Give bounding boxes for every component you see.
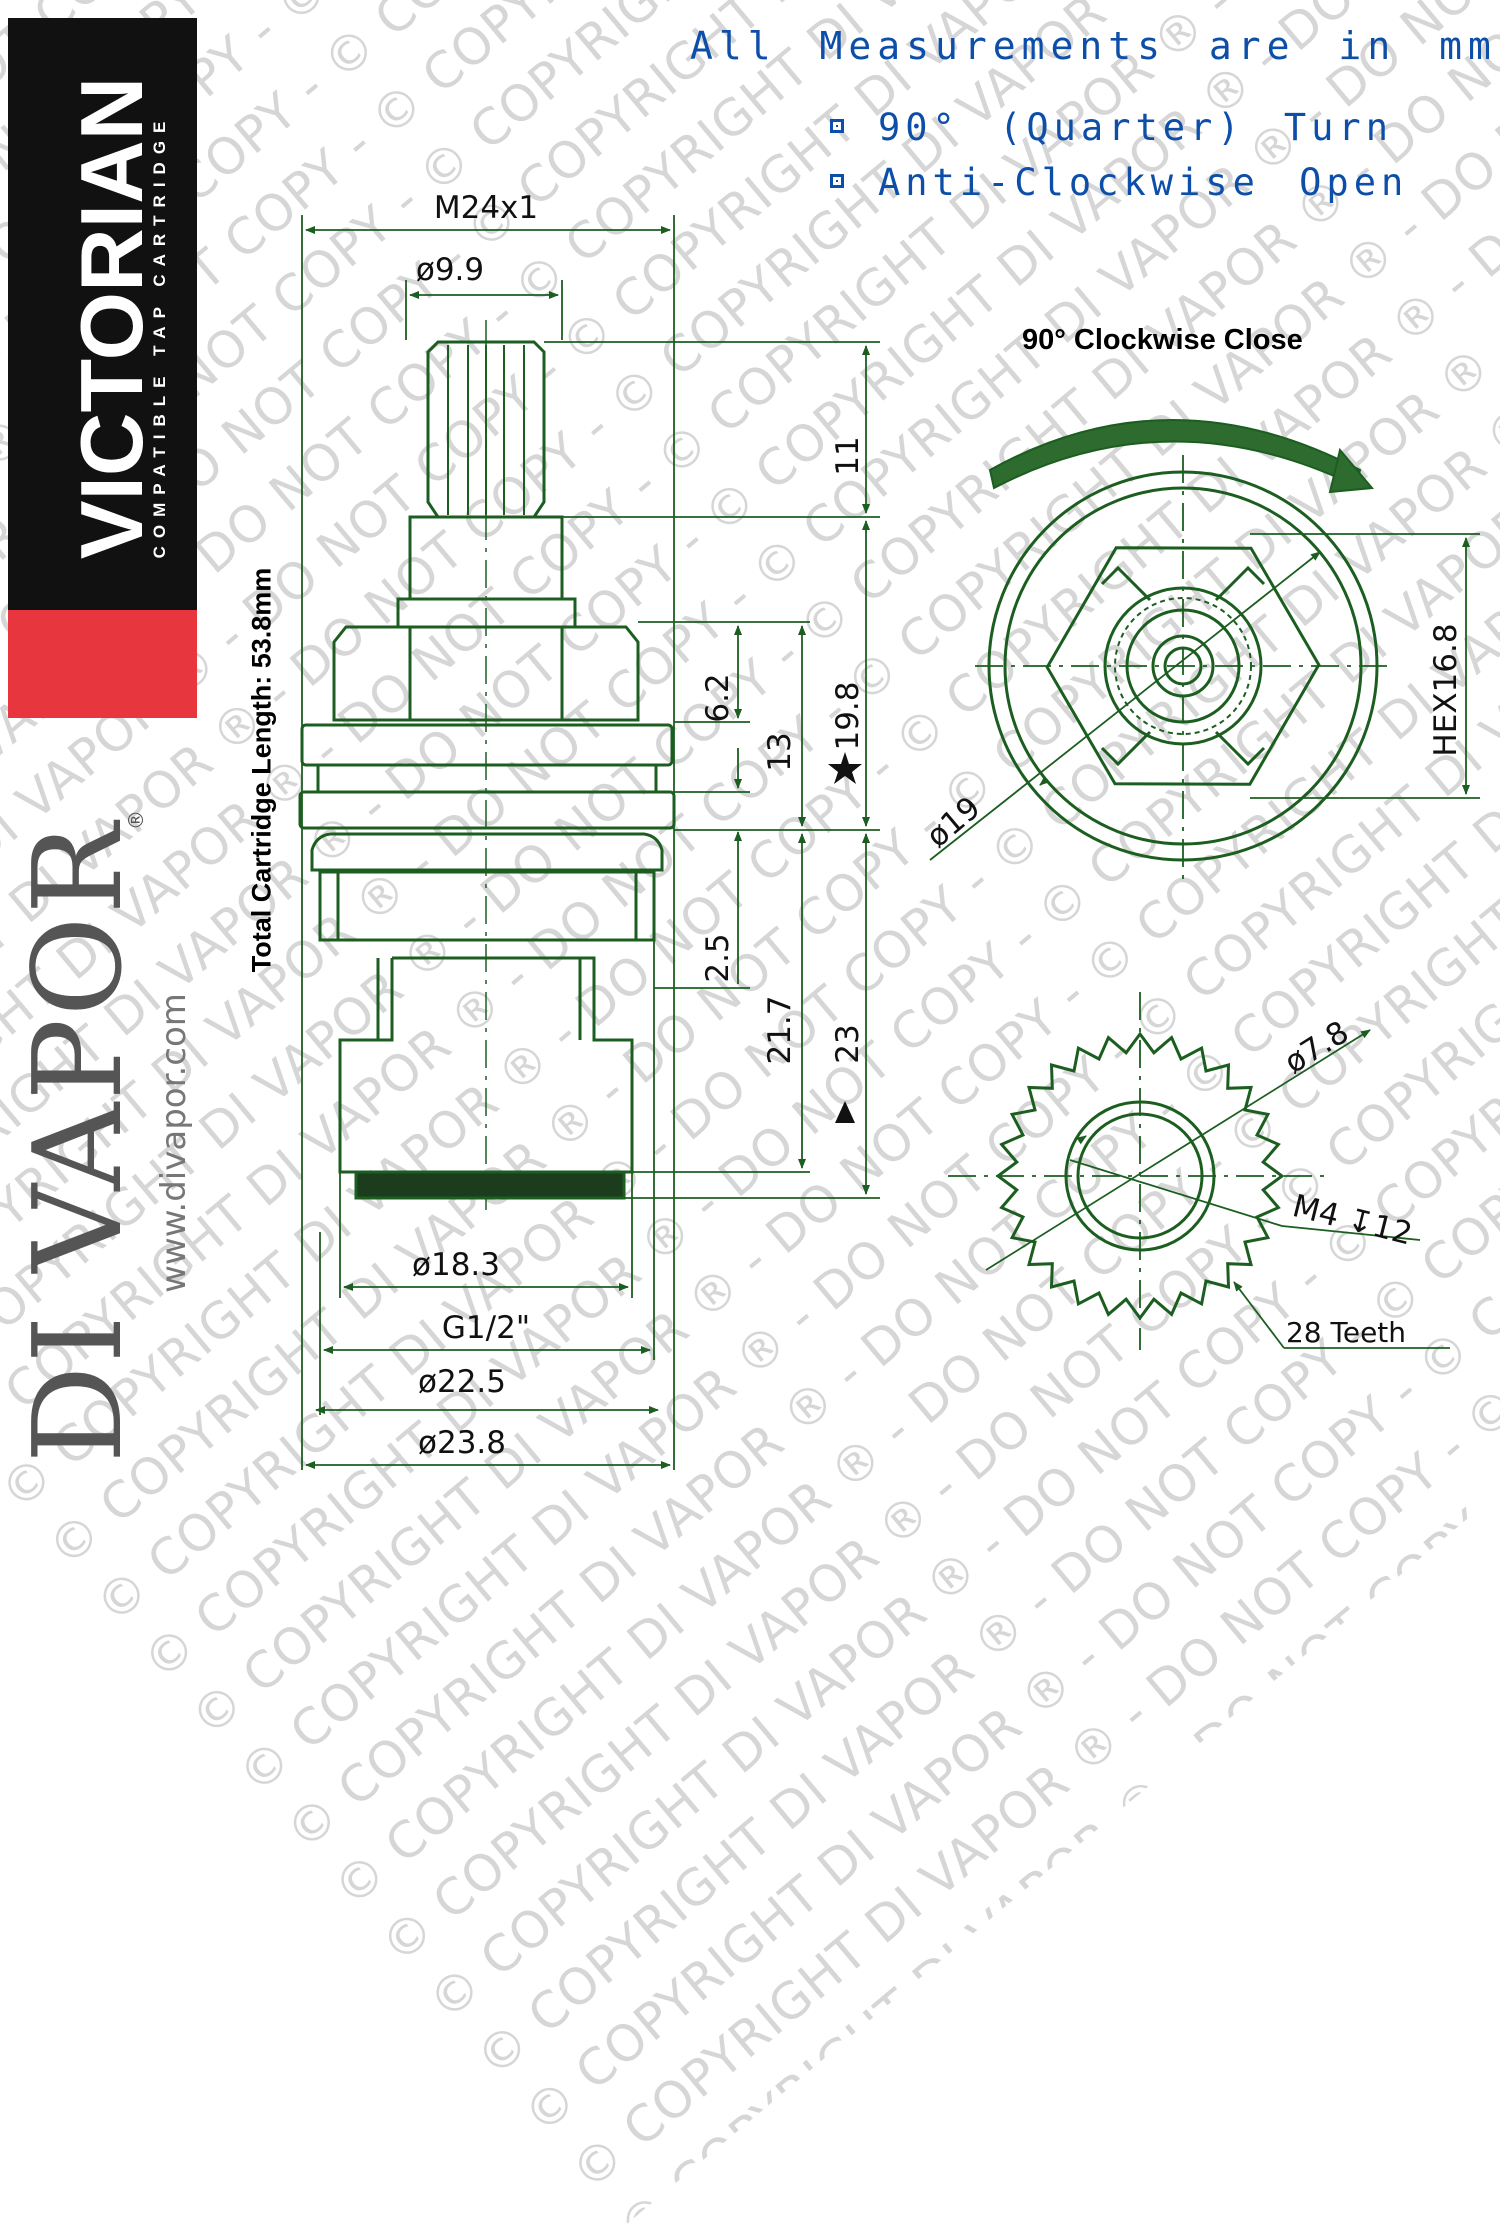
thread-depth-label: M4 ↧12 [1289, 1188, 1416, 1252]
dim-bsp-label: G1/2" [442, 1310, 530, 1346]
dim-spline-height-label: 11 [830, 436, 866, 475]
lower-body [338, 956, 634, 1174]
technical-drawing: M24x1 ø9.9 11 6.2 13 19.8 2.5 21.7 23 ø1… [298, 190, 1480, 1470]
bullet-square-icon [830, 118, 844, 133]
brand-banner: VICTORIAN COMPATIBLE TAP CARTRIDGE [8, 18, 197, 718]
dim-washer-dia-label: ø22.5 [418, 1364, 506, 1400]
hex-size-label: HEX16.8 [1428, 623, 1464, 756]
star-marker-icon [828, 752, 862, 784]
top-dia-label: ø19 [920, 790, 988, 855]
side-view [298, 320, 676, 1210]
thread-body [318, 870, 656, 942]
note-anticlockwise-open: Anti-Clockwise Open [830, 161, 1408, 204]
hex-outline [332, 625, 640, 722]
brand-black-panel [8, 18, 197, 610]
dim-lower-total-label: 23 [830, 1024, 866, 1063]
dim-body-height-label: 21.7 [762, 995, 798, 1064]
top-dimension-labels: HEX16.8 ø19 [920, 623, 1464, 854]
dim-flange-dia-label: ø23.8 [418, 1425, 506, 1461]
spline-outline [426, 340, 546, 519]
brand-red-panel [8, 610, 197, 718]
note-quarter-turn-text: 90° (Quarter) Turn [878, 106, 1393, 149]
thread-top [310, 832, 664, 872]
spline-dimension-labels: ø7.8 M4 ↧12 [1278, 1014, 1416, 1252]
close-direction-title: 90° Clockwise Close [1022, 324, 1303, 356]
triangle-marker-icon [835, 1101, 855, 1123]
rotation-arrow-icon [988, 419, 1362, 490]
dim-thread-label: M24x1 [434, 190, 538, 226]
bullet-square-icon [830, 173, 844, 188]
side-dimension-labels: M24x1 ø9.9 11 6.2 13 19.8 2.5 21.7 23 ø1… [412, 190, 866, 1461]
note-quarter-turn: 90° (Quarter) Turn [830, 106, 1393, 149]
teeth-count-label: 28 Teeth [1286, 1316, 1406, 1349]
dim-mid-height-label: 13 [762, 732, 798, 771]
dim-spindle-label: ø9.9 [416, 252, 484, 288]
flange-upper [300, 723, 674, 767]
arrow-head-icon [1328, 447, 1374, 494]
note-anticlockwise-open-text: Anti-Clockwise Open [878, 161, 1409, 204]
washer [354, 1170, 626, 1200]
dim-groove-label: 2.5 [700, 933, 736, 982]
dim-hex-height-label: 6.2 [700, 673, 736, 722]
dim-upper-total-label: 19.8 [830, 681, 866, 750]
side-dimensions [301, 215, 880, 1470]
dim-base-dia-label: ø18.3 [412, 1247, 500, 1283]
spline-dia-label: ø7.8 [1278, 1014, 1355, 1081]
measurement-units-note: All Measurements are in mm [690, 24, 1497, 68]
flange-lower [298, 790, 676, 830]
top-dimensions [929, 455, 1480, 880]
spline-dimensions [948, 992, 1450, 1350]
